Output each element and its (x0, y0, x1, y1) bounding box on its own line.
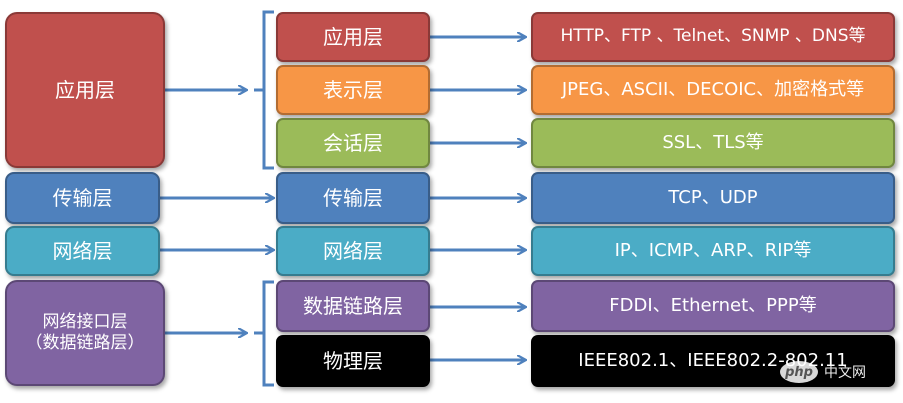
osi-datalink-layer: 数据链路层 (276, 280, 430, 332)
watermark-text: 中文网 (824, 365, 866, 381)
tcpip-application-layer: 应用层 (5, 12, 165, 168)
tcpip-transport-layer: 传输层 (5, 172, 160, 224)
protocols-network: IP、ICMP、ARP、RIP等 (531, 226, 895, 276)
osi-presentation-layer: 表示层 (276, 65, 430, 115)
protocols-transport: TCP、UDP (531, 172, 895, 224)
protocols-application: HTTP、FTP 、Telnet、SNMP 、DNS等 (531, 12, 895, 62)
osi-transport-layer: 传输层 (276, 172, 430, 224)
php-logo-icon: php (780, 361, 818, 383)
osi-network-layer: 网络层 (276, 226, 430, 276)
protocols-datalink: FDDI、Ethernet、PPP等 (531, 280, 895, 332)
bracket-network-interface (254, 280, 274, 387)
protocols-physical: IEEE802.1、IEEE802.2-802.11 (531, 335, 895, 387)
watermark: php 中文网 (780, 356, 898, 388)
osi-session-layer: 会话层 (276, 118, 430, 168)
tcpip-network-interface-layer: 网络接口层 （数据链路层） (5, 280, 165, 386)
protocols-presentation: JPEG、ASCII、DECOIC、加密格式等 (531, 65, 895, 115)
osi-application-layer: 应用层 (276, 12, 430, 62)
tcpip-network-layer: 网络层 (5, 226, 160, 276)
protocols-session: SSL、TLS等 (531, 118, 895, 168)
bracket-application (254, 10, 274, 170)
osi-physical-layer: 物理层 (276, 335, 430, 387)
